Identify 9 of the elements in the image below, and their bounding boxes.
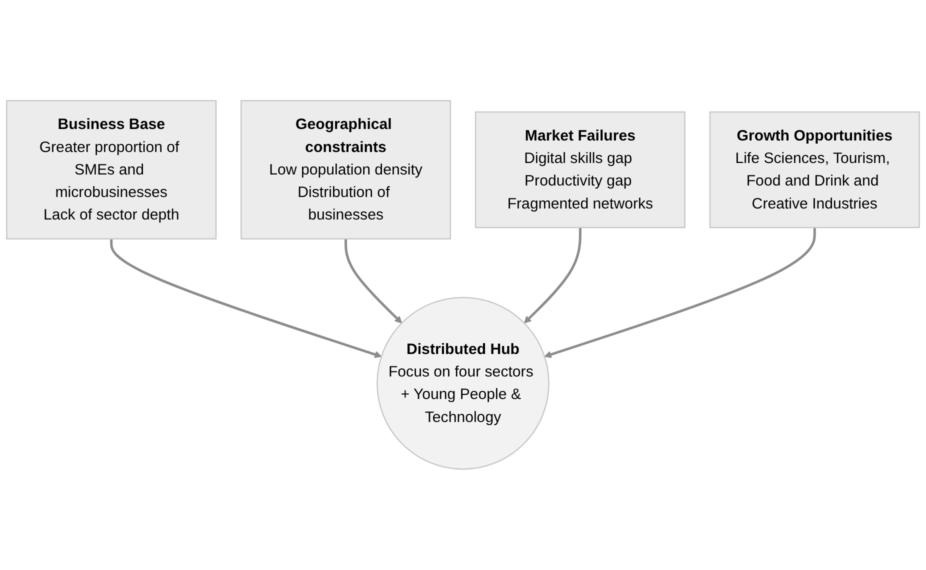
arrow xyxy=(344,238,402,324)
node-box: Geographical constraints Low population density Distribution of businesses xyxy=(240,100,452,240)
arrow xyxy=(110,238,382,358)
arrow xyxy=(524,228,582,324)
node-box: Business Base Greater proportion of SMEs and microbusinesses Lack of sector depth xyxy=(6,100,217,240)
node-box: Market Failures Digital skills gap Productivity gap Fragmented networks xyxy=(474,111,686,228)
node-circle: Distributed Hub Focus on four sectors + Young People & Technology xyxy=(376,296,550,470)
node-box: Growth Opportunities Life Sciences, Tourism, Food and Drink and Creative Industries xyxy=(709,111,920,228)
arrow xyxy=(544,228,816,358)
